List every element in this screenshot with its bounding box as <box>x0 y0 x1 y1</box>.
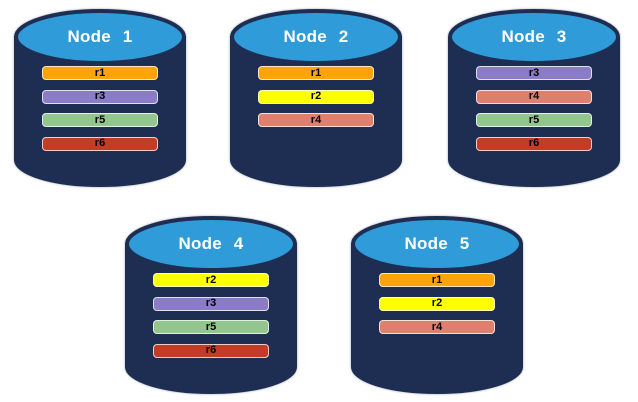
cylinder-top <box>14 9 186 65</box>
replica-bar-r2: r2 <box>153 273 269 287</box>
node-title: Node 3 <box>501 27 567 46</box>
replica-bar-r1: r1 <box>258 66 374 80</box>
replica-bar-r3: r3 <box>153 296 269 311</box>
replica-bar-r5: r5 <box>42 113 158 127</box>
replica-bar-r6: r6 <box>42 136 158 151</box>
replica-bar-r1: r1 <box>379 273 495 287</box>
cylinder-top <box>448 9 620 65</box>
replica-bar-r3: r3 <box>42 89 158 104</box>
replica-list: r1 r2 r4 <box>379 273 495 334</box>
database-node-5: Node 5 r1 r2 r4 <box>350 215 524 396</box>
replica-list: r1 r2 r4 <box>258 66 374 127</box>
database-node-2: Node 2 r1 r2 r4 <box>229 8 403 189</box>
replica-bar-r6: r6 <box>476 136 592 151</box>
cylinder-top <box>125 216 297 272</box>
replica-bar-r3: r3 <box>476 66 592 80</box>
replica-bar-r4: r4 <box>476 89 592 104</box>
replica-list: r1 r3 r5 r6 <box>42 66 158 151</box>
replica-bar-r5: r5 <box>476 113 592 127</box>
node-title: Node 1 <box>67 27 133 46</box>
database-node-1: Node 1 r1 r3 r5 r6 <box>13 8 187 189</box>
database-node-4: Node 4 r2 r3 r5 r6 <box>124 215 298 396</box>
replica-list: r2 r3 r5 r6 <box>153 273 269 358</box>
node-title: Node 5 <box>404 234 470 253</box>
replica-bar-r2: r2 <box>258 89 374 104</box>
cylinder-top <box>230 9 402 65</box>
replica-bar-r6: r6 <box>153 343 269 358</box>
replica-bar-r5: r5 <box>153 320 269 334</box>
replica-bar-r1: r1 <box>42 66 158 80</box>
node-title: Node 2 <box>283 27 349 46</box>
replica-bar-r4: r4 <box>258 113 374 127</box>
replica-bar-r2: r2 <box>379 296 495 311</box>
replica-list: r3 r4 r5 r6 <box>476 66 592 151</box>
database-node-3: Node 3 r3 r4 r5 r6 <box>447 8 621 189</box>
node-title: Node 4 <box>178 234 244 253</box>
replica-bar-r4: r4 <box>379 320 495 334</box>
cylinder-top <box>351 216 523 272</box>
